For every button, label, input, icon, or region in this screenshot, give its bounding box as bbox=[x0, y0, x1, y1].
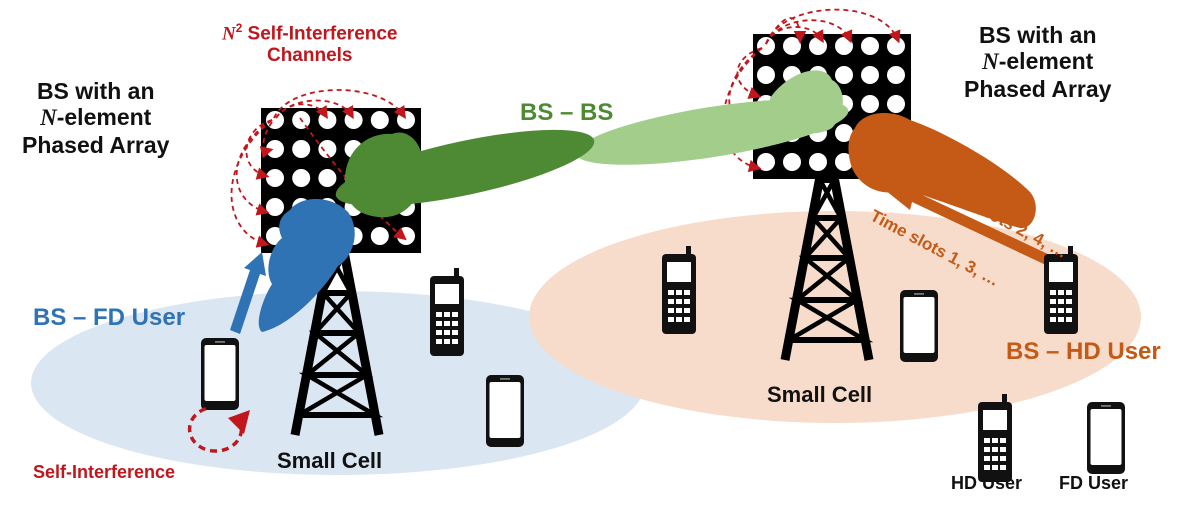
smartphone-icon-right bbox=[900, 290, 938, 362]
self-interference-arrowhead bbox=[228, 410, 250, 434]
right-bs-line1: BS with an bbox=[978, 22, 1097, 48]
left-array-antenna-element bbox=[370, 111, 389, 129]
bs-bs-link-label: BS – BS bbox=[520, 99, 614, 126]
right-array-antenna-element bbox=[809, 37, 827, 55]
bs-hd-beam bbox=[848, 113, 1036, 229]
right-array-antenna-element bbox=[757, 66, 775, 84]
legend-hd-user-label: HD User bbox=[951, 473, 1023, 493]
hd-uplink-arrow-icon bbox=[880, 184, 1052, 266]
right-array-antenna-element bbox=[887, 37, 905, 55]
left-small-cell-label: Small Cell bbox=[277, 448, 383, 473]
bs-fd-beam bbox=[258, 199, 355, 332]
left-array-antenna-element bbox=[318, 169, 337, 187]
right-small-cell-label: Small Cell bbox=[767, 382, 873, 407]
right-array-antenna-element bbox=[861, 95, 879, 113]
left-array-antenna-element bbox=[344, 111, 363, 129]
left-bs-line3: Phased Array bbox=[22, 131, 170, 158]
bs-bs-beam-light-root bbox=[770, 70, 843, 134]
si-channels-line1: Self-Interference bbox=[242, 23, 398, 45]
feature-phone-icon-right bbox=[662, 246, 696, 334]
left-bs-label: BS with an N-element Phased Array bbox=[22, 78, 169, 158]
right-array-antenna-element bbox=[887, 95, 905, 113]
legend-fd-user-icon bbox=[1087, 402, 1125, 474]
left-array-antenna-element bbox=[266, 198, 284, 216]
left-bs-line1: BS with an bbox=[36, 78, 155, 104]
bs-bs-beam-dark-root bbox=[345, 132, 423, 218]
right-array-antenna-element bbox=[783, 153, 801, 171]
left-array-antenna-element bbox=[266, 169, 284, 187]
smartphone-icon-left bbox=[486, 375, 524, 447]
left-array-antenna-element bbox=[292, 140, 311, 158]
left-array-antenna-element bbox=[266, 140, 284, 158]
left-array-antenna-element bbox=[266, 111, 284, 129]
left-array-antenna-element bbox=[397, 111, 415, 129]
right-array-antenna-element bbox=[809, 153, 827, 171]
legend-hd-user-icon bbox=[978, 394, 1012, 482]
right-array-antenna-element bbox=[835, 124, 853, 142]
bs-fd-user-link-label: BS – FD User bbox=[33, 304, 186, 331]
left-array-antenna-element bbox=[292, 169, 311, 187]
legend-fd-user-label: FD User bbox=[1059, 473, 1129, 493]
bs-hd-user-link-label: BS – HD User bbox=[1006, 338, 1161, 365]
right-array-antenna-element bbox=[861, 66, 879, 84]
left-array-antenna-element bbox=[318, 140, 337, 158]
si-channels-sup: 2 bbox=[235, 22, 243, 35]
right-bs-var-n: N bbox=[982, 49, 999, 75]
right-array-antenna-element bbox=[835, 66, 853, 84]
feature-phone-icon-left bbox=[430, 268, 464, 356]
left-bs-var-n: N bbox=[40, 105, 57, 131]
si-channels-var-n: N bbox=[222, 23, 236, 45]
right-array-antenna-element bbox=[835, 153, 853, 171]
left-array-antenna-element bbox=[397, 227, 415, 245]
si-channels-line2: Channels bbox=[266, 45, 353, 67]
right-bs-line3: Phased Array bbox=[964, 75, 1112, 102]
left-bs-line2: -element bbox=[56, 104, 152, 131]
right-array-antenna-element bbox=[861, 37, 879, 55]
self-interference-label: Self-Interference bbox=[33, 462, 176, 482]
right-array-antenna-element bbox=[783, 37, 801, 55]
right-bs-label: BS with an N-element Phased Array bbox=[964, 22, 1111, 102]
left-array-antenna-element bbox=[370, 227, 389, 245]
left-array-antenna-element bbox=[318, 111, 337, 129]
right-array-antenna-element bbox=[757, 37, 775, 55]
right-bs-line2: -element bbox=[998, 48, 1094, 75]
fd-user-smartphone-icon bbox=[201, 338, 239, 410]
fd-uplink-arrow-icon bbox=[230, 252, 266, 334]
right-array-antenna-element bbox=[757, 153, 775, 171]
right-array-antenna-element bbox=[887, 66, 905, 84]
self-interference-channels-label: N2 Self-Interference Channels bbox=[222, 22, 398, 67]
self-interference-circular-arrow-icon bbox=[187, 406, 244, 453]
